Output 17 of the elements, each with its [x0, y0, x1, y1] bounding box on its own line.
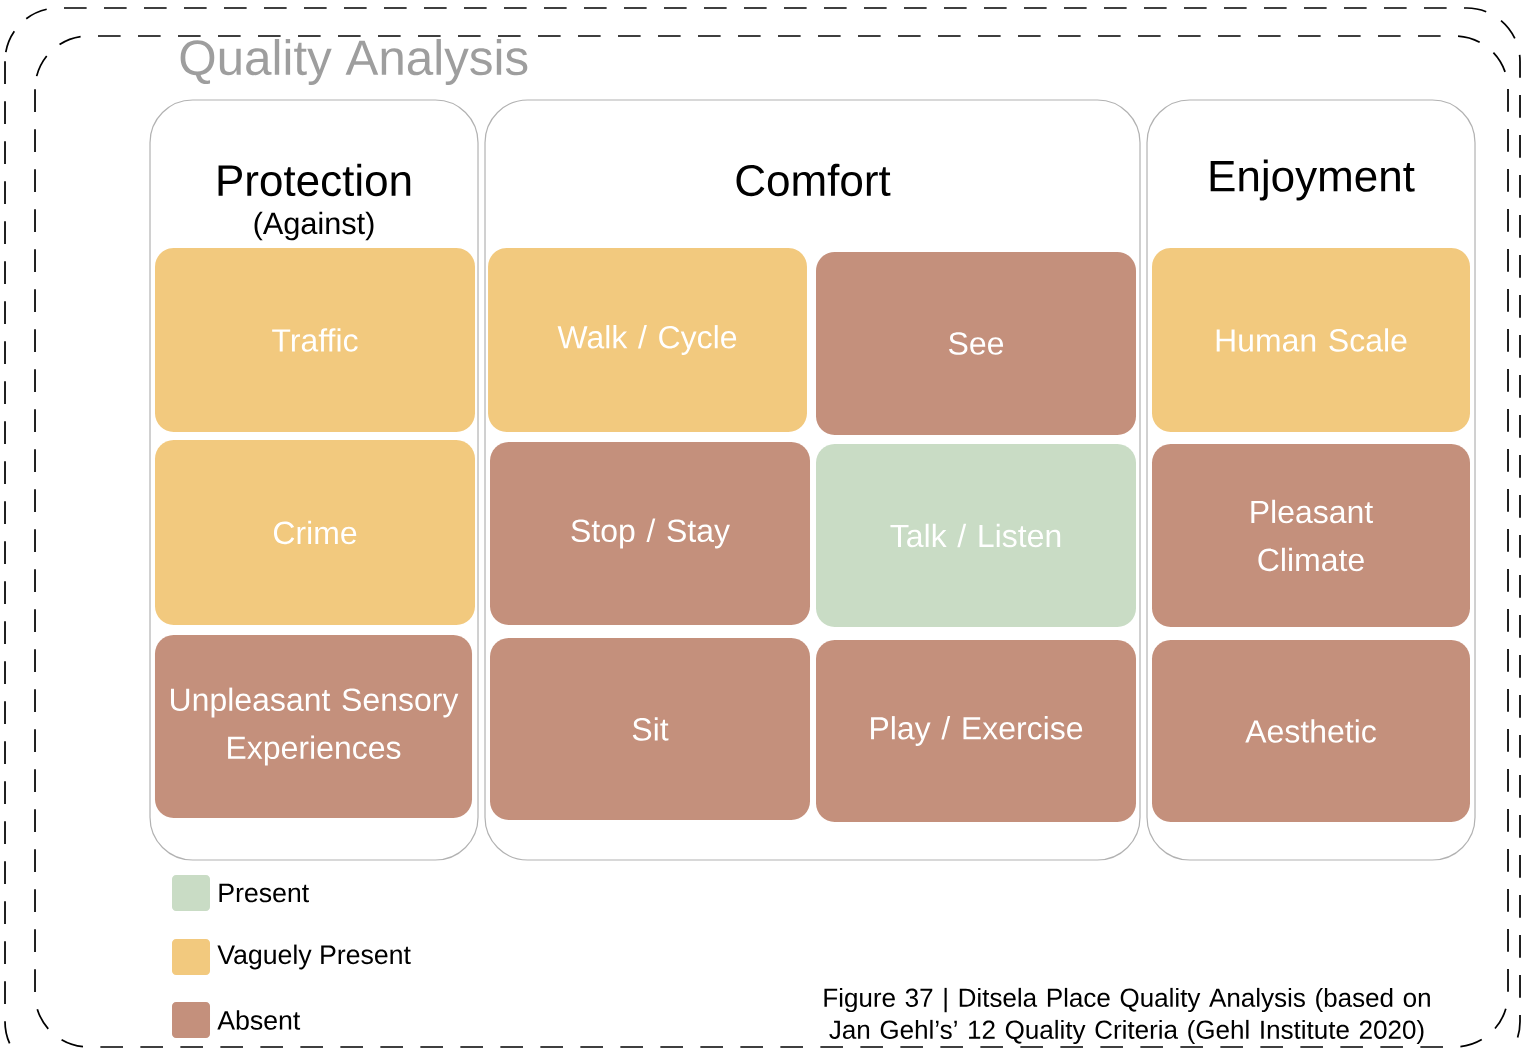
- quality-cell: Crime: [155, 439, 475, 626]
- quality-cell: Human Scale: [1152, 248, 1470, 432]
- quality-cell: Pleasant Climate: [1152, 444, 1470, 627]
- caption: Figure 37 | Ditsela Place Quality Analysis (based on Jan Gehl’s’ 12 Quality Criteria (Gehl Institute 2020): [824, 987, 1430, 1045]
- legend-label: Present: [219, 883, 309, 903]
- quality-cell: Walk / Cycle: [488, 248, 807, 432]
- quality-cell: Sit: [490, 638, 810, 820]
- quality-cell: Stop / Stay: [490, 442, 810, 625]
- quality-cell: Traffic: [155, 248, 475, 432]
- legend-label: Absent: [217, 1010, 301, 1030]
- quality-cell: Talk / Listen: [816, 444, 1136, 627]
- title: Quality Analysis: [180, 39, 528, 85]
- legend-label: Vaguely Present: [217, 944, 411, 970]
- quality-cell: Unpleasant Sensory Experiences: [155, 635, 473, 818]
- quality-cell: Play / Exercise: [816, 640, 1136, 822]
- quality-cell: Aesthetic: [1152, 640, 1470, 822]
- quality-cell: See: [816, 252, 1136, 435]
